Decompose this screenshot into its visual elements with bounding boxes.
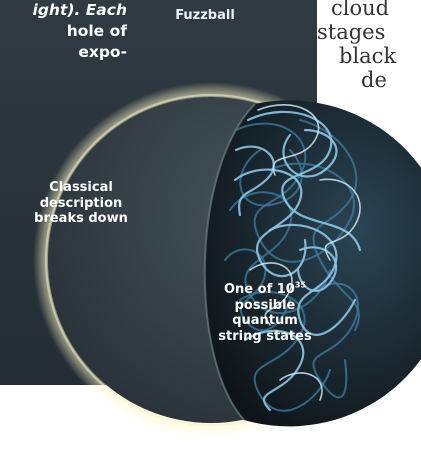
label-line: Classical [26,180,136,196]
states-prefix: One of 10 [224,282,295,297]
label-line: string states [205,329,325,345]
states-exponent: 35 [295,281,306,290]
label-line: description [26,196,136,212]
classical-description-label: Classical description breaks down [26,180,136,227]
label-line: quantum [205,313,325,329]
label-line: possible [205,298,325,314]
label-line: One of 1035 [205,282,325,298]
quantum-states-label: One of 1035 possible quantum string stat… [205,282,325,344]
label-line: breaks down [26,211,136,227]
